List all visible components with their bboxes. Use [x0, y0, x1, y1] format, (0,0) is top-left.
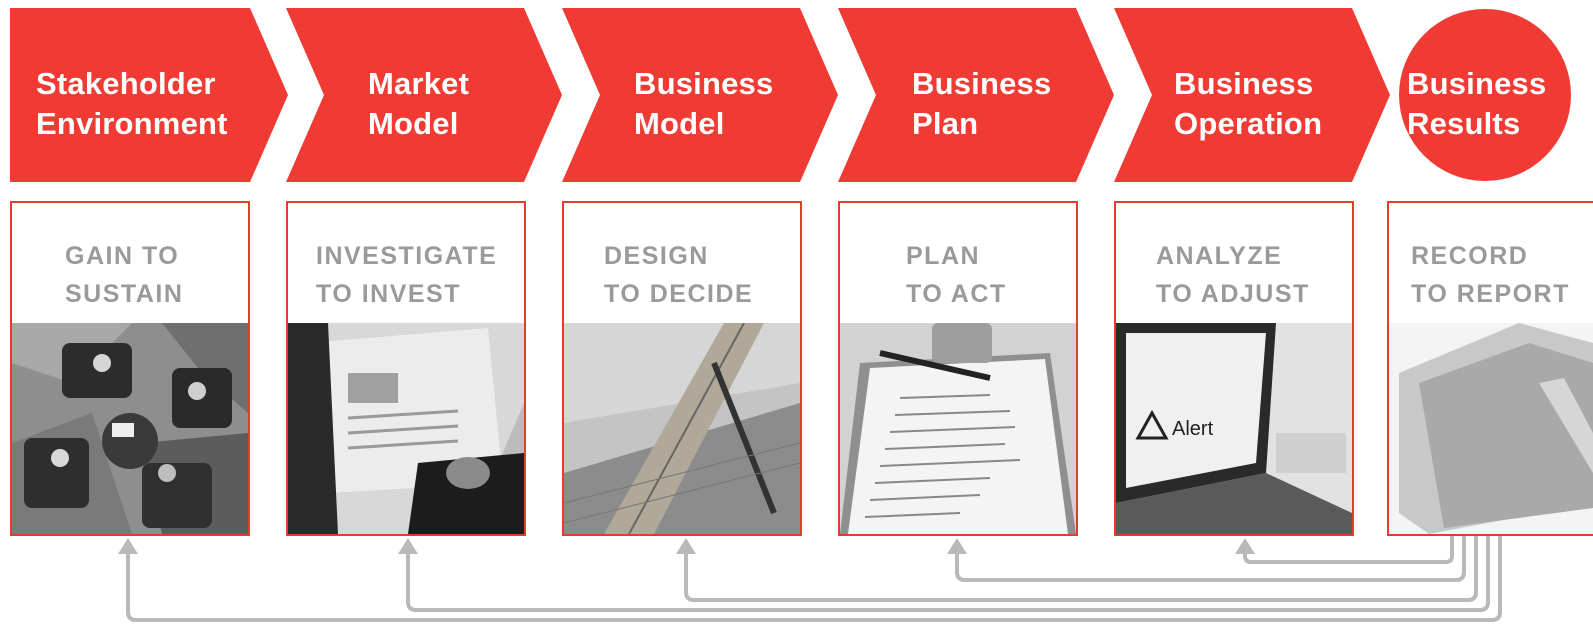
card-label: GAIN TO SUSTAIN: [65, 242, 184, 308]
arrowhead-up-icon: [118, 538, 138, 554]
feedback-path-to-stakeholder: [126, 536, 1502, 622]
card-gain-to-sustain: GAIN TO SUSTAIN: [10, 201, 250, 536]
card-record-to-report: RECORD TO REPORT: [1387, 201, 1593, 536]
stage-title: Stakeholder Environment: [36, 66, 228, 141]
stage-business-operation: Business Operation: [1114, 8, 1390, 182]
newspaper-reading-photo: [288, 323, 524, 534]
chevron-shape: [10, 8, 288, 182]
stage-title: Business Plan: [912, 66, 1052, 141]
chevron-shape: [1114, 8, 1390, 182]
card-label: DESIGN TO DECIDE: [604, 242, 754, 308]
meeting-overhead-photo: [12, 323, 248, 534]
arrowhead-up-icon: [398, 538, 418, 554]
feedback-path-to-operation: [1243, 536, 1454, 564]
stage-title: Business Operation: [1174, 66, 1323, 141]
stage-stakeholder-environment: Stakeholder Environment: [10, 8, 288, 182]
arrowhead-up-icon: [676, 538, 696, 554]
arrowhead-up-icon: [1235, 538, 1255, 554]
chevron-shape: [562, 8, 838, 182]
stage-market-model: Market Model: [286, 8, 562, 182]
stage-business-model: Business Model: [562, 8, 838, 182]
feedback-path-to-plan: [955, 536, 1466, 582]
arrowhead-up-icon: [947, 538, 967, 554]
card-analyze-to-adjust: ANALYZE TO ADJUST Alert: [1114, 201, 1354, 536]
circle-shape: [1399, 9, 1571, 181]
card-design-to-decide: DESIGN TO DECIDE: [562, 201, 802, 536]
chevron-shape: [286, 8, 562, 182]
chevron-shape: [838, 8, 1114, 182]
stage-business-results: Business Results: [1387, 8, 1593, 182]
clipboard-list-photo: [840, 323, 1076, 534]
stage-title: Business Model: [634, 66, 774, 141]
card-plan-to-act: PLAN TO ACT: [838, 201, 1078, 536]
laptop-alert-photo: Alert: [1116, 323, 1352, 534]
card-label: INVESTIGATE TO INVEST: [316, 242, 498, 308]
stage-business-plan: Business Plan: [838, 8, 1114, 182]
alert-text: Alert: [1172, 418, 1214, 440]
feedback-path-to-market-model: [406, 536, 1490, 612]
card-label: ANALYZE TO ADJUST: [1156, 242, 1310, 308]
stage-title: Market Model: [368, 66, 470, 141]
ruler-drafting-photo: [564, 323, 800, 534]
card-label: RECORD TO REPORT: [1411, 242, 1570, 308]
folder-photo: [1389, 323, 1593, 534]
card-label: PLAN TO ACT: [906, 242, 1007, 308]
card-investigate-to-invest: INVESTIGATE TO INVEST: [286, 201, 526, 536]
feedback-path-to-business-model: [684, 536, 1478, 602]
stage-title: Business Results: [1407, 66, 1547, 141]
